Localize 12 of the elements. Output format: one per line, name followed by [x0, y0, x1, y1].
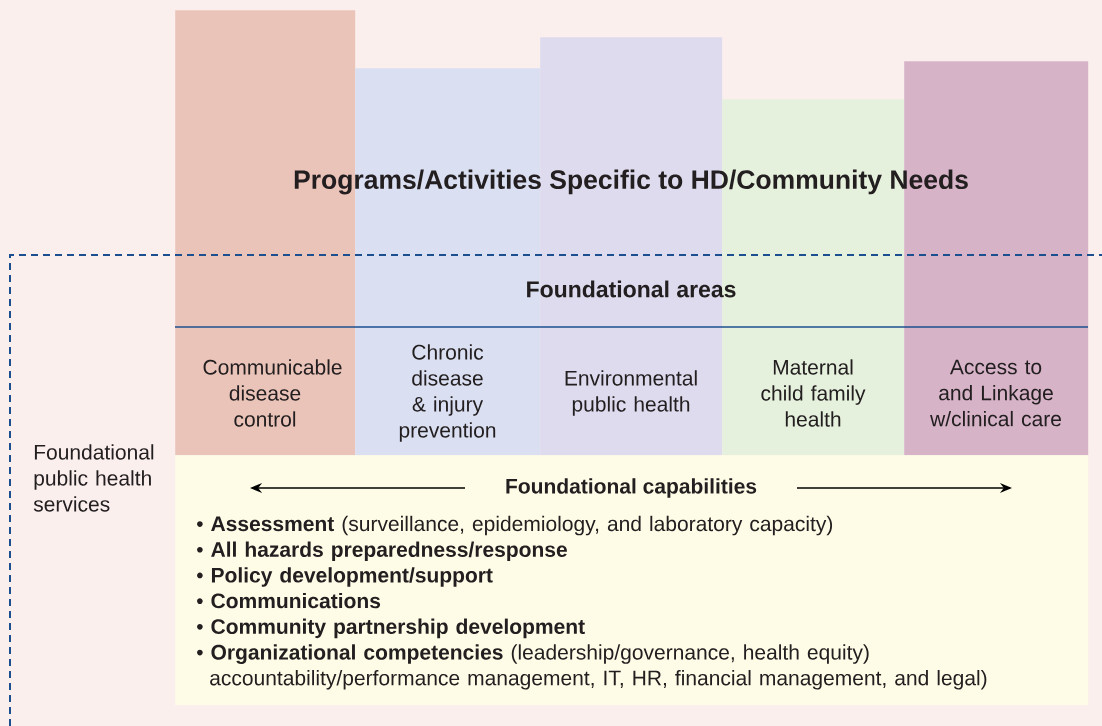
region-label: Foundational public health services [33, 444, 154, 512]
list-item: • Organizational competencies (leadership/governance, health equity) accountability/performance management, IT, HR, financial management, and legal) [197, 644, 987, 690]
node-label: Chronic disease & injury prevention [399, 344, 496, 442]
list-item: • Communications [197, 592, 381, 609]
list-item: • Assessment (surveillance, epidemiology, and laboratory capacity) [197, 515, 833, 536]
heading: Programs/Activities Specific to HD/Community Needs [294, 169, 968, 195]
heading: Foundational areas [527, 280, 736, 298]
list-item: • Community partnership development [197, 618, 585, 639]
dashed-region [9, 254, 1102, 726]
list-item: • All hazards preparedness/response [197, 541, 567, 562]
node-label: Environmental public health [565, 370, 697, 416]
list-item: • Policy development/support [197, 567, 493, 587]
